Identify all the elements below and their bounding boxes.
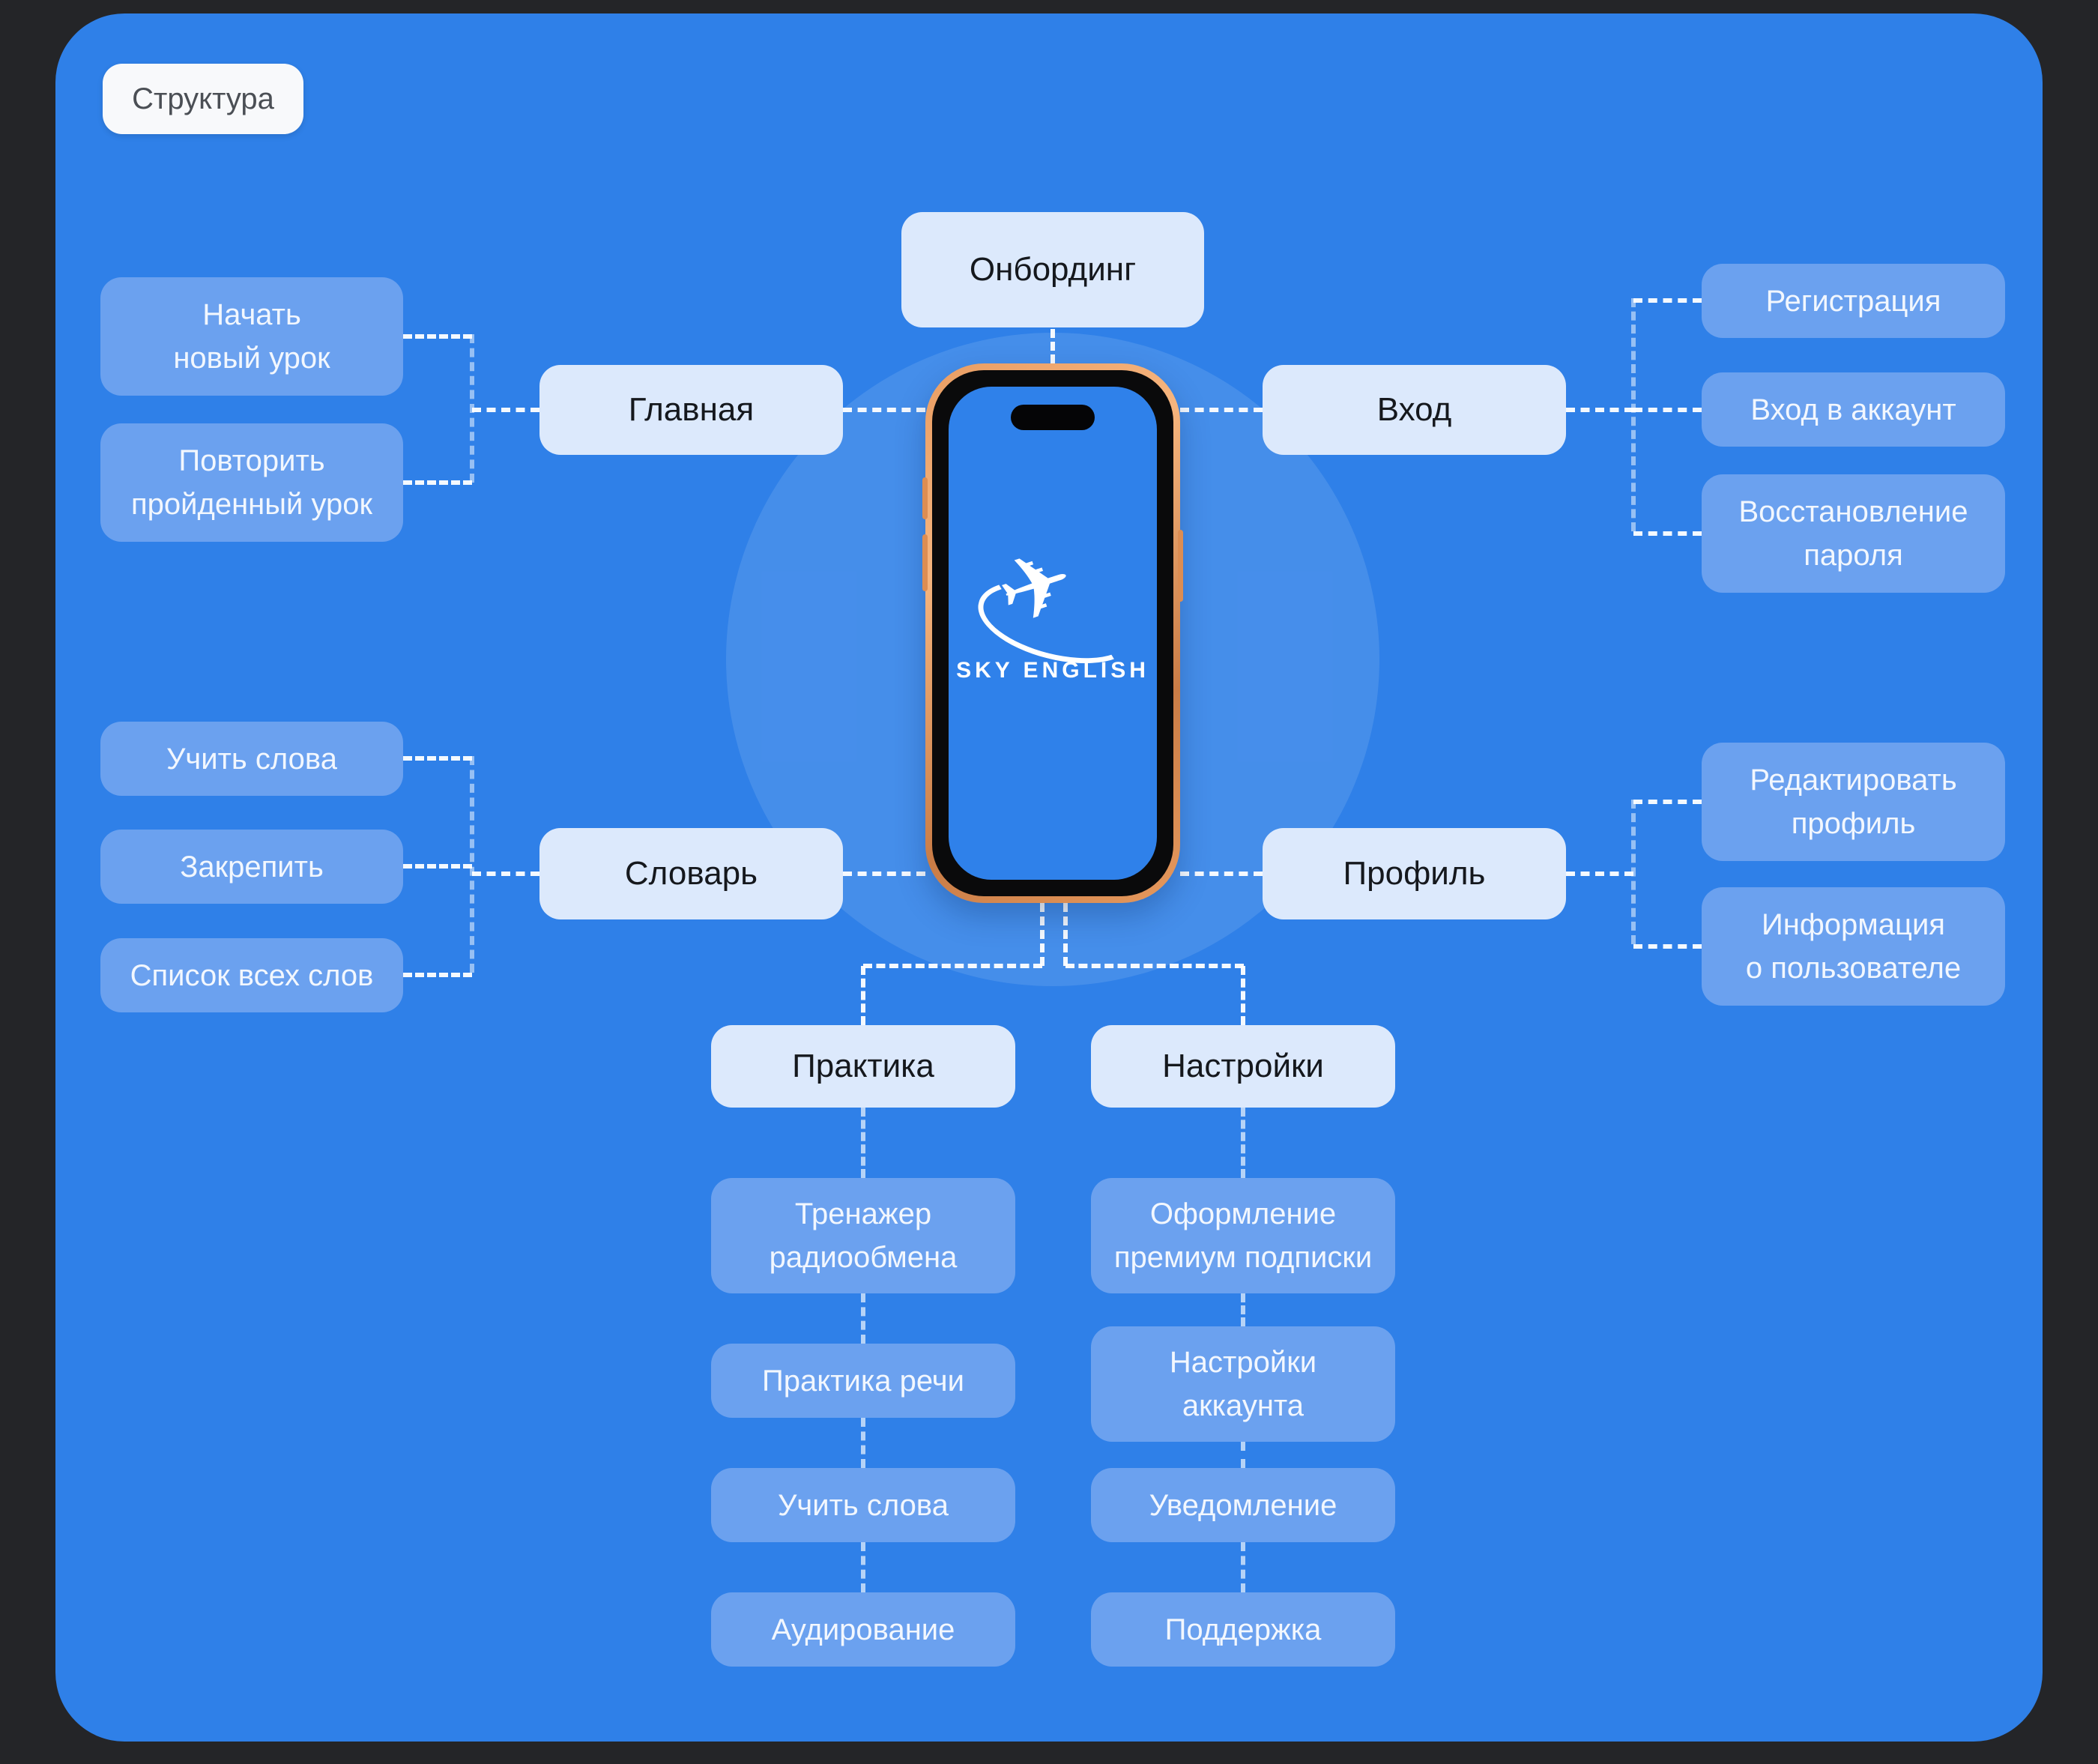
phone-bezel: ✈ SKY ENGLISH xyxy=(932,370,1173,896)
connector-home-stub xyxy=(472,408,539,412)
connector-phone-split-left-down xyxy=(1040,903,1045,966)
node-profile: Профиль xyxy=(1263,828,1566,919)
connector-practice-drop xyxy=(861,966,865,1025)
connector-radio-speech xyxy=(861,1293,865,1344)
node-support: Поддержка xyxy=(1091,1592,1395,1667)
connector-account-notification xyxy=(1241,1442,1245,1468)
connector-login-trunk xyxy=(1631,298,1636,531)
connector-profile-stub xyxy=(1566,872,1633,876)
node-settings: Настройки xyxy=(1091,1025,1395,1108)
connector-repeat-lesson-stub xyxy=(403,480,472,485)
connector-settings-drop xyxy=(1241,966,1245,1025)
connector-start-lesson-stub xyxy=(403,334,472,339)
node-home: Главная xyxy=(539,365,843,455)
node-premium-subscription: Оформление премиум подписки xyxy=(1091,1178,1395,1293)
connector-split-left-horizontal xyxy=(863,964,1042,968)
node-password-recovery: Восстановление пароля xyxy=(1702,474,2005,593)
node-all-words-list: Список всех слов xyxy=(100,938,403,1012)
connector-edit-profile-stub xyxy=(1633,800,1702,804)
connector-practice-radio-trainer xyxy=(861,1108,865,1178)
phone-volume-button-up xyxy=(922,477,928,519)
structure-badge: Структура xyxy=(103,64,303,134)
phone-volume-button-down xyxy=(922,534,928,591)
connector-profile-trunk xyxy=(1631,800,1636,944)
connector-learn-words-stub xyxy=(403,756,472,761)
node-radio-trainer: Тренажер радиообмена xyxy=(711,1178,1015,1293)
connector-dictionary-stub xyxy=(472,872,539,876)
node-learn-words-practice: Учить слова xyxy=(711,1468,1015,1542)
connector-registration-stub xyxy=(1633,298,1702,303)
node-reinforce: Закрепить xyxy=(100,830,403,904)
connector-dictionary-trunk xyxy=(470,756,474,973)
node-dictionary: Словарь xyxy=(539,828,843,919)
airplane-logo-wrap: ✈ xyxy=(970,526,1143,678)
connector-profile-phone xyxy=(1180,872,1263,876)
node-start-new-lesson: Начать новый урок xyxy=(100,277,403,396)
connector-all-words-stub xyxy=(403,973,472,977)
node-edit-profile: Редактировать профиль xyxy=(1702,743,2005,861)
node-user-info: Информация о пользователе xyxy=(1702,887,2005,1006)
dynamic-island xyxy=(1011,405,1095,430)
connector-phone-split-right-down xyxy=(1063,903,1068,966)
node-practice: Практика xyxy=(711,1025,1015,1108)
node-account-settings: Настройки аккаунта xyxy=(1091,1326,1395,1442)
phone-mockup: ✈ SKY ENGLISH xyxy=(922,363,1183,903)
node-notification: Уведомление xyxy=(1091,1468,1395,1542)
connector-home-phone xyxy=(843,408,925,412)
node-repeat-lesson: Повторить пройденный урок xyxy=(100,423,403,542)
node-login: Вход xyxy=(1263,365,1566,455)
phone-power-button xyxy=(1178,530,1183,602)
node-account-login: Вход в аккаунт xyxy=(1702,372,2005,447)
connector-login-phone xyxy=(1180,408,1263,412)
connector-reinforce-stub xyxy=(403,864,472,869)
connector-words-listening xyxy=(861,1542,865,1592)
connector-settings-premium xyxy=(1241,1108,1245,1178)
node-listening: Аудирование xyxy=(711,1592,1015,1667)
connector-split-right-horizontal xyxy=(1065,964,1244,968)
connector-notification-support xyxy=(1241,1542,1245,1592)
connector-account-login-stub xyxy=(1633,408,1702,412)
connector-onboarding-phone xyxy=(1050,329,1055,363)
connector-premium-account xyxy=(1241,1293,1245,1326)
node-onboarding: Онбординг xyxy=(901,212,1204,327)
app-logo: ✈ SKY ENGLISH xyxy=(956,526,1149,683)
connector-speech-words xyxy=(861,1418,865,1468)
connector-dictionary-phone xyxy=(843,872,925,876)
brand-name: SKY ENGLISH xyxy=(956,658,1149,683)
connector-login-stub xyxy=(1566,408,1633,412)
node-speech-practice: Практика речи xyxy=(711,1344,1015,1418)
node-registration: Регистрация xyxy=(1702,264,2005,338)
connector-password-recovery-stub xyxy=(1633,531,1702,536)
phone-screen: ✈ SKY ENGLISH xyxy=(949,387,1157,880)
diagram-canvas: Структура Онбординг Главная Вход Словарь… xyxy=(55,13,2043,1742)
node-learn-words: Учить слова xyxy=(100,722,403,796)
connector-user-info-stub xyxy=(1633,944,1702,949)
